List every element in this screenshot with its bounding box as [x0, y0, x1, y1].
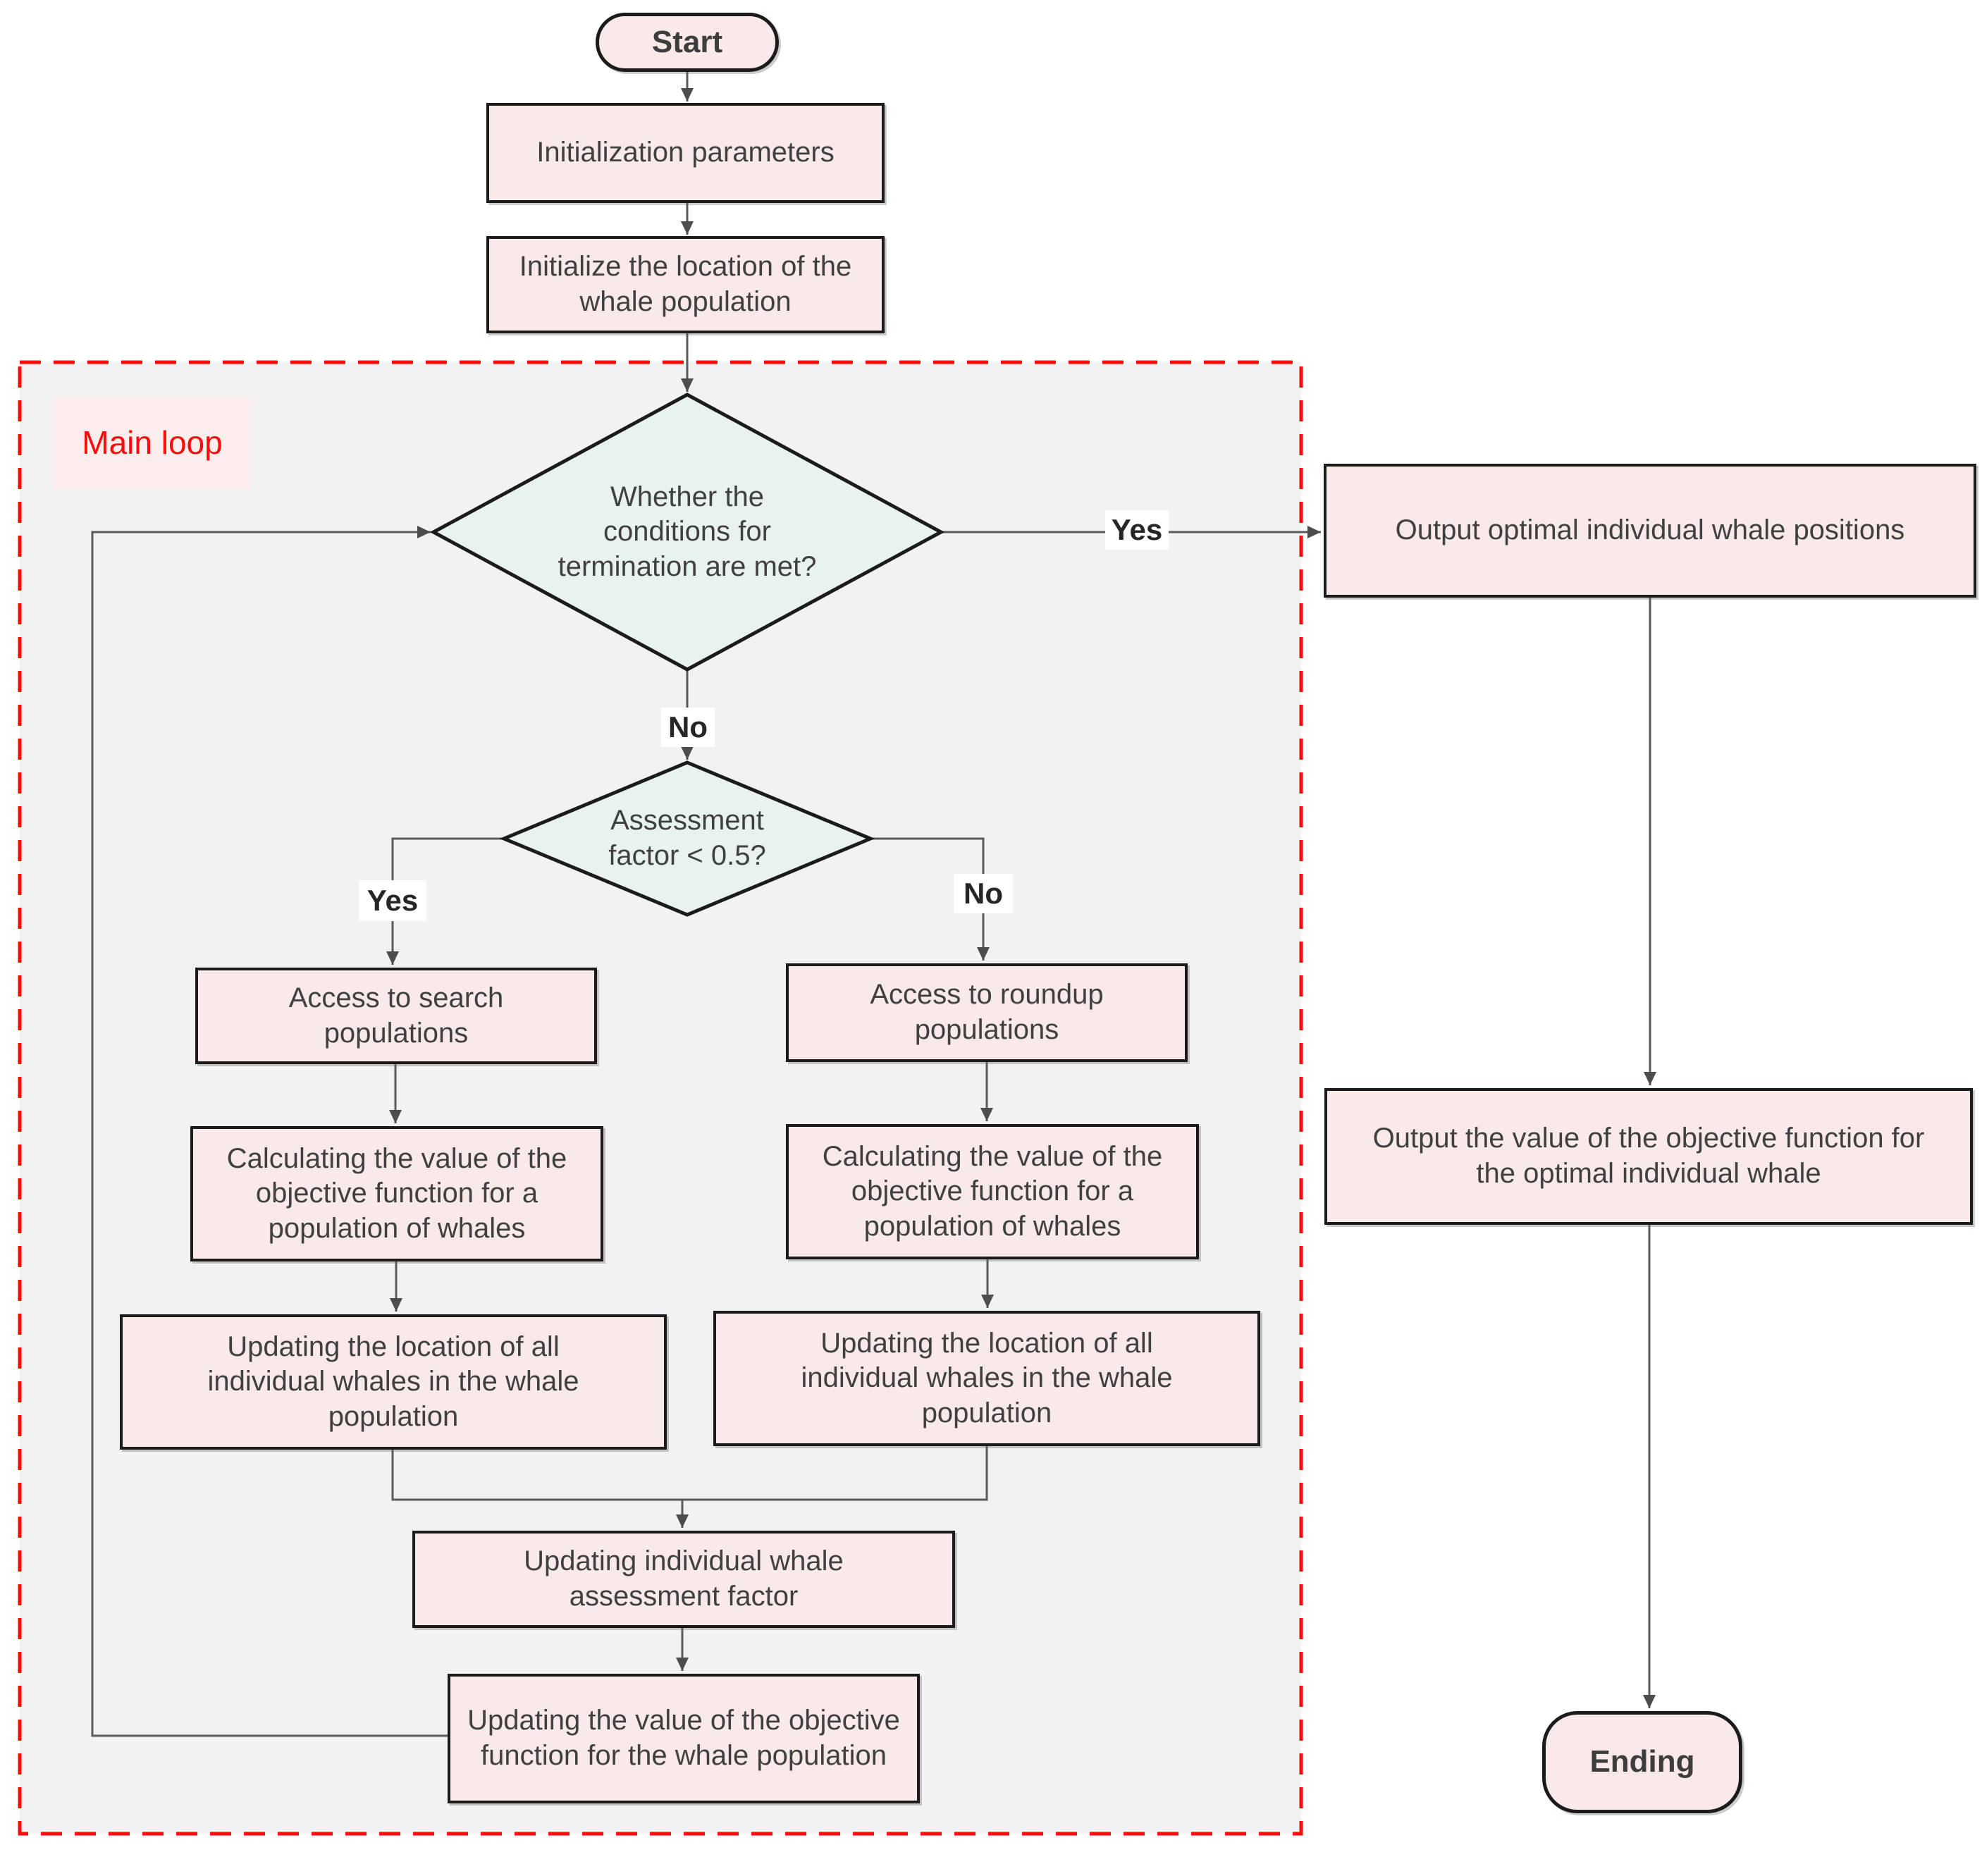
node-output-optimal-positions: Output optimal individual whale position…	[1324, 464, 1976, 598]
arrow-assessment-no-branch	[870, 837, 990, 961]
decision-assessment-shape	[499, 760, 875, 917]
node-ending-label: Ending	[1589, 1744, 1695, 1779]
node-calc-objective-search: Calculating the value of the objective f…	[190, 1126, 603, 1261]
decision-termination-shape	[429, 393, 945, 672]
main-loop-label-text: Main loop	[82, 424, 223, 461]
node-access-roundup-populations: Access to roundup populations	[786, 963, 1188, 1062]
edge-label-termination-yes: Yes	[1105, 510, 1169, 550]
main-loop-label: Main loop	[54, 396, 251, 489]
node-calc-objective-roundup: Calculating the value of the objective f…	[786, 1124, 1199, 1259]
node-output-objective-value: Output the value of the objective functi…	[1324, 1088, 1973, 1225]
decision-assessment-text: Assessment factor < 0.5?	[608, 805, 766, 871]
node-update-location-roundup: Updating the location of all individual …	[713, 1311, 1260, 1446]
node-initialization-parameters: Initialization parameters	[486, 103, 885, 203]
node-initialize-location: Initialize the location of the whale pop…	[486, 236, 885, 333]
edge-label-assessment-no: No	[954, 874, 1013, 913]
node-start: Start	[596, 13, 779, 72]
node-initialization-parameters-label: Initialization parameters	[536, 137, 835, 168]
decision-termination-text: Whether the conditions for termination a…	[558, 481, 817, 582]
node-update-assessment-factor: Updating individual whale assessment fac…	[412, 1531, 955, 1628]
node-initialize-location-label: Initialize the location of the whale pop…	[519, 251, 852, 317]
node-start-label: Start	[651, 24, 723, 59]
edge-label-termination-no: No	[661, 708, 715, 747]
node-update-location-search: Updating the location of all individual …	[120, 1314, 667, 1450]
node-access-search-populations: Access to search populations	[195, 968, 597, 1064]
edge-label-assessment-yes: Yes	[359, 880, 426, 921]
arrow-assessment-yes-branch	[386, 837, 504, 965]
node-update-objective-function: Updating the value of the objective func…	[448, 1674, 920, 1803]
node-ending: Ending	[1542, 1711, 1742, 1813]
arrow-loop-back-to-termination	[91, 526, 448, 1737]
